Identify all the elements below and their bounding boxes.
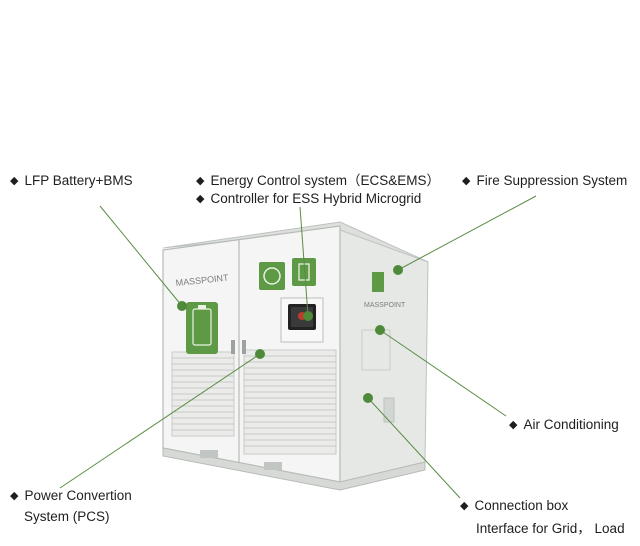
leader-air [379,329,507,417]
leader-battery [99,205,183,307]
anchor-dot-pcs [255,349,265,359]
container-base [162,447,426,491]
fork-pocket-1 [200,450,218,458]
callout-connection: ◆ Connection box Interface for Grid， Load [460,496,625,538]
callout-battery: ◆ LFP Battery+BMS [10,171,133,192]
callout-air-label: Air Conditioning [523,417,619,432]
callout-pcs-label-1: Power Convertion [24,488,132,503]
diamond-bullet-icon: ◆ [10,490,19,502]
leader-fire [397,195,537,271]
callout-controller: ◆ Controller for ESS Hybrid Microgrid [196,189,421,210]
leader-connection [367,397,461,499]
diamond-bullet-icon: ◆ [460,500,469,512]
side-port [383,397,395,423]
control-panel-icon [280,297,324,343]
side-badge-icon [372,272,384,292]
louver-right [243,349,337,455]
side-brand-label: MASSPOINT [364,302,406,309]
callout-connection-label-1: Connection box [474,498,569,513]
leader-controller [299,206,309,317]
callout-controller-label: Controller for ESS Hybrid Microgrid [210,191,422,206]
callout-connection-label-2: Interface for Grid， Load [476,521,625,536]
anchor-dot-air [375,325,385,335]
callout-energy-control: ◆ Energy Control system（ECS&EMS） [196,171,440,192]
anchor-dot-fire [393,265,403,275]
fork-pocket-2 [264,462,282,470]
battery-badge-icon [186,302,218,354]
diamond-bullet-icon: ◆ [462,175,471,187]
callout-energy-control-label: Energy Control system（ECS&EMS） [210,173,441,188]
diamond-bullet-icon: ◆ [196,175,205,187]
co2-badge-icon [259,262,285,290]
diamond-bullet-icon: ◆ [10,175,19,187]
diamond-bullet-icon: ◆ [509,419,518,431]
callout-battery-label: LFP Battery+BMS [24,173,133,188]
anchor-dot-battery [177,301,187,311]
callout-pcs-label-2: System (PCS) [24,509,110,524]
door-handle-right [242,340,246,354]
anchor-dot-controller [303,311,313,321]
diamond-bullet-icon: ◆ [196,193,205,205]
door-handle-left [231,340,235,354]
callout-air: ◆ Air Conditioning [509,415,619,436]
anchor-dot-connection [363,393,373,403]
callout-fire: ◆ Fire Suppression System [462,171,627,192]
louver-left [171,351,235,437]
callout-fire-label: Fire Suppression System [476,173,628,188]
leader-pcs [59,353,261,489]
callout-pcs: ◆ Power Convertion System (PCS) [10,486,132,526]
